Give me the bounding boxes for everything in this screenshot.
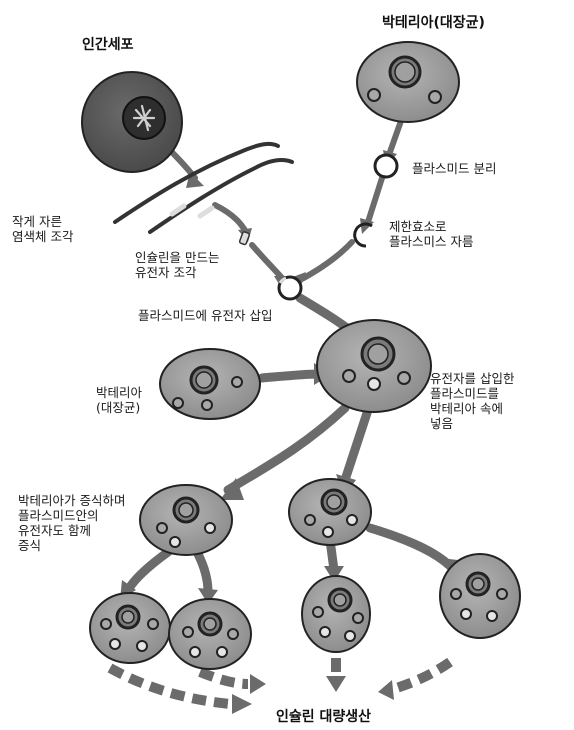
arrow-to-left-division: [223, 403, 350, 495]
label-bacteria-host: 박테리아 (대장균): [96, 385, 143, 415]
bacteria-gen2-1: [89, 592, 171, 664]
dna-strands: [113, 141, 294, 234]
dna-strand-2: [148, 158, 294, 234]
arrow-gene-to-recombinant: [249, 242, 285, 281]
arrow-dna-to-gene: [212, 202, 249, 235]
label-restriction-cut: 제한효소로 플라스미스 자름: [389, 219, 474, 249]
cut-plasmid: [353, 222, 373, 248]
arrow-left-split-a: [123, 547, 173, 595]
dashed-arrow-1: [107, 663, 231, 709]
label-insert-gene: 플라스미드에 유전자 삽입: [138, 308, 273, 323]
isolated-plasmid: [373, 153, 399, 179]
human-cell: [81, 71, 183, 173]
dna-strand-1: [113, 141, 280, 224]
bacteria-recombinant: [316, 319, 432, 413]
chromosome-icon: [132, 104, 156, 132]
final-arrows: [107, 657, 453, 709]
bacteria-gen2-4: [439, 553, 521, 639]
final-arrow-heads: [232, 674, 394, 714]
bacteria-gen2-3: [301, 575, 371, 653]
arrow-right-split-b: [365, 523, 455, 571]
dna-cut-segment-1: [169, 203, 187, 217]
bacteria-division-right: [288, 478, 372, 546]
dashed-arrow-4: [388, 657, 453, 695]
bacteria-division-left: [139, 484, 233, 556]
label-insulin-gene: 인슐린을 만드는 유전자 조각: [135, 250, 220, 280]
arrow-to-right-division: [340, 405, 373, 485]
bacteria-host: [159, 348, 261, 420]
label-cut-chromosome: 작게 자른 염색체 조각: [12, 214, 74, 244]
label-recombinant-into-bacteria: 유전자를 삽입한 플라스미드를 박테리아 속에 넣음: [430, 371, 515, 431]
title-result: 인슐린 대량생산: [276, 709, 372, 725]
dashed-arrow-2: [198, 667, 249, 689]
bacteria-gen2-2: [168, 598, 252, 670]
title-bacteria: 박테리아(대장균): [382, 15, 485, 31]
arrow-bacteria-to-plasmid: [387, 115, 405, 155]
arrow-host-to-bacteria: [257, 369, 323, 383]
bacteria-source: [356, 41, 460, 123]
label-plasmid-isolation: 플라스미드 분리: [412, 161, 497, 176]
recombinant-plasmid: [277, 275, 303, 301]
dna-cut-segment-2: [197, 205, 215, 219]
arrow-left-split-b: [193, 549, 213, 597]
arrow-plasmid-to-cut: [365, 175, 385, 225]
arrow-cut-to-recombinant: [297, 239, 355, 283]
label-proliferation: 박테리아가 증식하며 플라스미드안의 유전자도 함께 증식: [18, 493, 126, 553]
insulin-gene-piece: [238, 231, 250, 246]
title-human-cell: 인간세포: [82, 37, 134, 53]
